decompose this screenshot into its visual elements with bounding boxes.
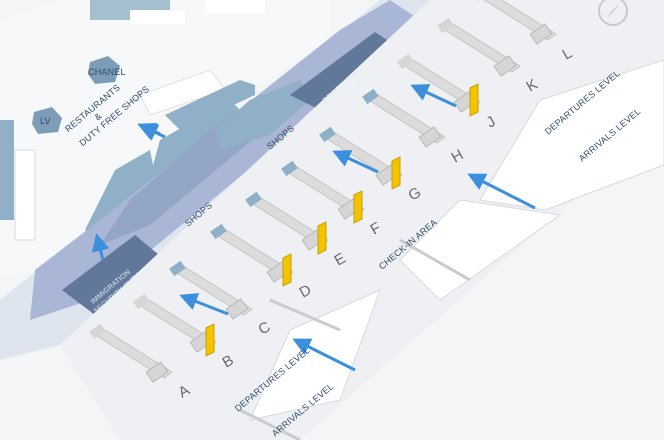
lv-label: LV — [40, 116, 51, 126]
display-board — [205, 323, 215, 357]
counter-head — [89, 323, 106, 340]
counter-kiosk — [145, 361, 169, 383]
counter-kiosk — [418, 126, 442, 148]
display-board — [282, 253, 292, 287]
immigration-block-lower — [62, 235, 165, 315]
display-board — [353, 190, 363, 224]
display-board — [469, 83, 479, 117]
svg-text:&: & — [92, 111, 103, 123]
counter-kiosk — [225, 298, 249, 320]
arrow — [91, 233, 110, 261]
arrow — [179, 293, 229, 316]
counter-kiosk — [493, 55, 517, 77]
counter-kiosk — [529, 23, 553, 45]
counter-head — [169, 260, 186, 277]
counter-head — [133, 293, 150, 310]
counter-head — [245, 191, 262, 208]
arrow — [332, 150, 379, 174]
lv-store — [32, 107, 62, 134]
direction-arrows — [91, 84, 536, 372]
counter-head — [397, 53, 414, 70]
compass-icon[interactable] — [598, 0, 628, 26]
chanel-store — [88, 56, 120, 84]
arrow — [410, 84, 457, 108]
display-board — [391, 156, 401, 190]
display-board — [317, 221, 327, 255]
arrow — [292, 338, 356, 372]
counter-head — [437, 17, 454, 34]
chanel-label: CHANEL — [88, 67, 126, 77]
counter-head — [281, 160, 298, 177]
arrow — [139, 124, 166, 141]
counter-head — [210, 223, 227, 240]
counter-head — [362, 88, 379, 105]
arrow — [467, 173, 536, 210]
counter-head — [319, 126, 336, 143]
